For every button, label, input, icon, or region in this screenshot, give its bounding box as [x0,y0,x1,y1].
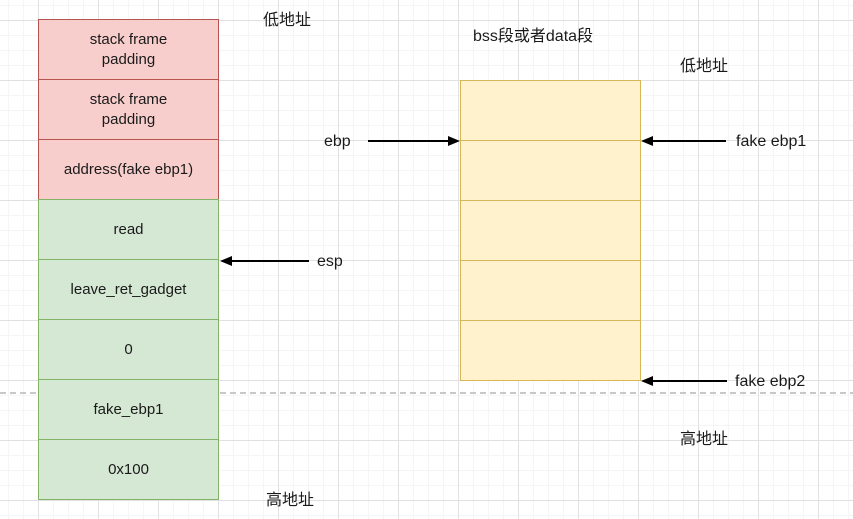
bss-high-address-label: 高地址 [680,431,729,448]
bss-cell [460,140,641,201]
bss-cell [460,80,641,141]
bss-low-address-label: 低地址 [680,58,729,75]
bss-cell [460,260,641,321]
esp-arrow-head-icon [220,256,232,266]
fake-ebp1-pointer-label: fake ebp1 [736,133,807,150]
bss-cell [460,320,641,381]
stack-column: stack frame padding stack frame padding … [38,19,219,500]
esp-pointer-label: esp [317,253,343,270]
stack-cell-fake-ebp1: fake_ebp1 [38,379,219,440]
stack-cell-padding-2: stack frame padding [38,79,219,140]
stack-cell-0x100: 0x100 [38,439,219,500]
stack-low-address-label: 低地址 [263,12,312,29]
dashed-separator-line [0,392,853,394]
ebp-arrow-head-icon [448,136,460,146]
ebp-arrow-line [368,140,450,142]
fake-ebp1-arrow-head-icon [641,136,653,146]
stack-cell-padding-1: stack frame padding [38,19,219,80]
bss-column [460,80,641,381]
bss-segment-title: bss段或者data段 [473,28,594,45]
bss-cell [460,200,641,261]
ebp-pointer-label: ebp [324,133,351,150]
stack-cell-zero: 0 [38,319,219,380]
fake-ebp2-pointer-label: fake ebp2 [735,373,806,390]
fake-ebp1-arrow-line [653,140,726,142]
fake-ebp2-arrow-line [653,380,727,382]
stack-cell-read: read [38,199,219,260]
stack-cell-leave-ret: leave_ret_gadget [38,259,219,320]
stack-cell-fake-ebp1-addr: address(fake ebp1) [38,139,219,200]
stack-high-address-label: 高地址 [266,492,315,509]
esp-arrow-line [232,260,309,262]
fake-ebp2-arrow-head-icon [641,376,653,386]
